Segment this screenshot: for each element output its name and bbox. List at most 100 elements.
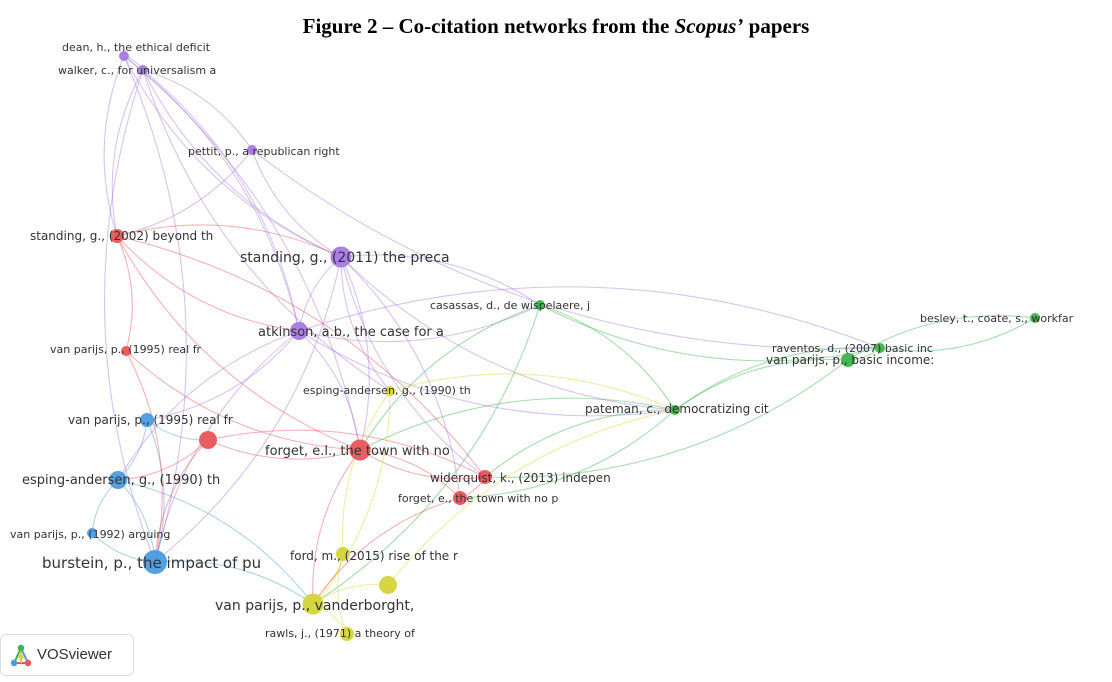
node-label-widerquist[interactable]: widerquist, k., (2013) indepen — [430, 471, 611, 485]
co-citation-link — [142, 69, 391, 392]
co-citation-link — [340, 256, 461, 499]
network-node-vanparijs1995r[interactable] — [121, 346, 131, 356]
network-node-walker[interactable] — [138, 65, 148, 75]
node-label-vanparijsbasic[interactable]: van parijs, p., basic income: — [766, 353, 934, 367]
network-node-casassas[interactable] — [535, 300, 545, 310]
co-citation-link — [298, 330, 676, 417]
co-citation-link — [389, 373, 676, 411]
network-node-raventos[interactable] — [875, 343, 885, 353]
network-node-standing2011[interactable] — [330, 246, 352, 268]
co-citation-link — [340, 254, 541, 306]
co-citation-link — [116, 235, 133, 352]
network-node-forgete[interactable] — [453, 491, 467, 505]
network-node-vanparijsvdb[interactable] — [302, 593, 324, 615]
node-label-walker[interactable]: walker, c., for universalism a — [58, 64, 216, 77]
network-node-rawls[interactable] — [340, 627, 354, 641]
co-citation-link — [340, 256, 676, 411]
network-node-rednode[interactable] — [199, 431, 217, 449]
co-citation-link — [117, 330, 300, 481]
vosviewer-label: VOSviewer — [37, 646, 113, 663]
co-citation-link — [116, 224, 342, 258]
network-node-standing2002[interactable] — [110, 229, 124, 243]
co-citation-link — [103, 55, 125, 237]
network-node-vanparijs1992[interactable] — [87, 528, 97, 538]
co-citation-link — [154, 439, 209, 563]
co-citation-link — [103, 69, 156, 563]
network-node-pateman[interactable] — [670, 405, 680, 415]
co-citation-link — [123, 55, 187, 563]
co-citation-link — [117, 439, 209, 481]
co-citation-link — [142, 69, 253, 151]
co-citation-link — [125, 350, 163, 563]
co-citation-link — [298, 286, 881, 349]
co-citation-link — [116, 235, 486, 478]
co-citation-link — [251, 149, 881, 350]
co-citation-link — [111, 69, 144, 237]
node-label-vanparijs1992[interactable]: van parijs, p., (1992) arguing — [10, 528, 170, 541]
network-node-atkinson[interactable] — [290, 322, 308, 340]
co-citation-link — [117, 479, 314, 605]
co-citation-link — [116, 235, 361, 451]
co-citation-link — [207, 439, 361, 460]
co-citation-link — [340, 256, 486, 478]
co-citation-link — [154, 256, 342, 563]
node-label-standing2002[interactable]: standing, g., (2002) beyond th — [30, 229, 213, 243]
network-node-forgetel[interactable] — [349, 439, 371, 461]
network-node-vanparijsbasic[interactable] — [841, 353, 855, 367]
node-label-atkinson[interactable]: atkinson, a.b., the case for a — [258, 325, 444, 340]
node-label-casassas[interactable]: casassas, d., de wispelaere, j — [430, 299, 590, 312]
network-node-dean[interactable] — [119, 51, 129, 61]
co-citation-link — [337, 553, 348, 635]
figure-title-italic: Scopus’ — [674, 14, 744, 38]
network-node-espingy[interactable] — [385, 386, 395, 396]
network-node-pettit[interactable] — [247, 145, 257, 155]
co-citation-link — [359, 397, 676, 451]
co-citation-link — [359, 304, 541, 451]
node-label-espingb[interactable]: esping-andersen, g., (1990) th — [22, 473, 220, 488]
co-citation-link — [116, 149, 253, 237]
network-node-besley[interactable] — [1030, 313, 1040, 323]
co-citation-link — [298, 304, 541, 343]
node-label-forgetel[interactable]: forget, e.l., the town with no — [265, 444, 450, 459]
node-label-forgete[interactable]: forget, e., the town with no p — [398, 492, 558, 505]
node-label-standing2011[interactable]: standing, g., (2011) the preca — [240, 250, 450, 266]
co-citation-link — [312, 497, 461, 605]
node-label-besley[interactable]: besley, t., coate, s., workfar — [920, 312, 1074, 325]
node-label-rawls[interactable]: rawls, j., (1971) a theory of — [265, 627, 416, 640]
network-node-ford[interactable] — [336, 547, 350, 561]
network-node-yellowsmall[interactable] — [379, 576, 397, 594]
node-label-ford[interactable]: ford, m., (2015) rise of the r — [290, 549, 458, 563]
node-label-vanparijsvdb[interactable]: van parijs, p., vanderborght, — [215, 598, 414, 614]
node-label-raventos[interactable]: raventos, d., (2007) basic inc — [772, 342, 933, 355]
co-citation-link — [341, 390, 391, 555]
vosviewer-badge[interactable]: VOSviewer — [0, 634, 134, 676]
co-citation-link — [154, 560, 314, 605]
co-citation-link — [312, 449, 361, 605]
network-node-espingb[interactable] — [109, 471, 127, 489]
node-label-burstein[interactable]: burstein, p., the impact of pu — [42, 554, 261, 572]
co-citation-link — [674, 358, 849, 411]
network-node-burstein[interactable] — [143, 550, 167, 574]
node-label-vanparijs1995b[interactable]: van parijs, p., (1995) real fr — [68, 413, 233, 427]
co-citation-link — [117, 479, 156, 563]
co-citation-link — [539, 304, 676, 411]
co-citation-link — [459, 409, 676, 499]
co-citation-link — [116, 235, 300, 332]
node-label-espingy[interactable]: esping-andersen, g., (1990) th — [303, 384, 471, 397]
figure-title: Figure 2 – Co-citation networks from the… — [0, 14, 1112, 39]
node-label-vanparijs1995r[interactable]: van parijs, p., (1995) real fr — [50, 343, 202, 356]
network-node-vanparijs1995b[interactable] — [140, 413, 154, 427]
co-citation-link — [847, 315, 1036, 361]
co-citation-link — [251, 149, 342, 258]
co-citation-link — [312, 390, 391, 605]
co-citation-link — [484, 359, 849, 478]
node-label-pettit[interactable]: pettit, p., a republican right — [188, 145, 340, 158]
node-label-dean[interactable]: dean, h., the ethical deficit — [62, 41, 211, 54]
co-citation-link — [359, 449, 486, 480]
co-citation-link — [298, 330, 361, 451]
network-node-widerquist[interactable] — [478, 470, 492, 484]
node-label-pateman[interactable]: pateman, c., democratizing cit — [585, 402, 769, 416]
co-citation-link — [879, 317, 1036, 352]
